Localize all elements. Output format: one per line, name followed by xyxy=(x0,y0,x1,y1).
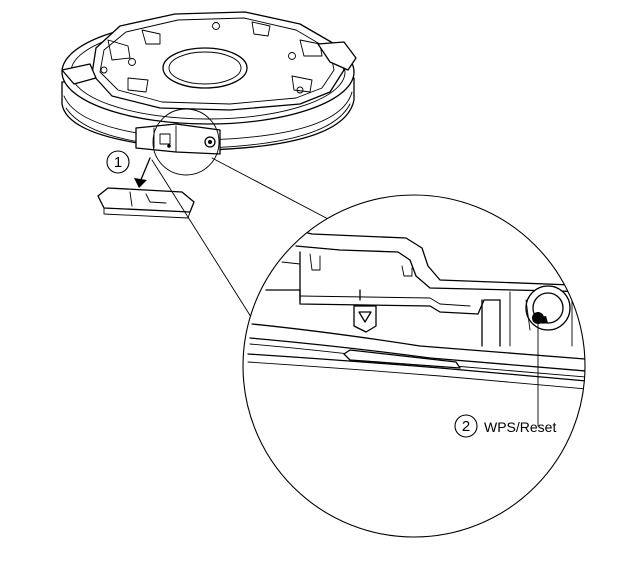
step1-circle xyxy=(106,150,130,174)
step2-circle xyxy=(454,414,478,438)
wps-reset-label: WPS/Reset xyxy=(484,419,556,435)
zoom-leader-left xyxy=(151,159,259,329)
zoom-source-circle xyxy=(152,108,220,176)
remove-arrow xyxy=(134,157,151,188)
port-cover xyxy=(97,187,195,219)
step2-callout: 2 WPS/Reset xyxy=(454,317,556,438)
step1-callout: 1 xyxy=(106,150,130,174)
step1-number: 1 xyxy=(114,154,122,171)
zoom-detail xyxy=(242,194,586,538)
zoom-leader-right xyxy=(211,157,331,221)
step2-number: 2 xyxy=(462,418,470,435)
access-point-device xyxy=(61,11,357,155)
